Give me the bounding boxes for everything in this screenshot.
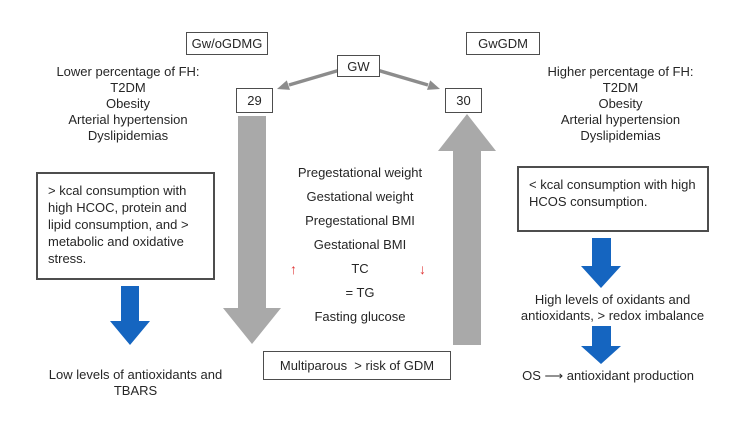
- right-blue-down-arrow-1-icon: [581, 238, 621, 288]
- week-29-box: 29: [236, 88, 273, 113]
- week-30-box: 30: [445, 88, 482, 113]
- left-fh-item-dyslipidemias: Dyslipidemias: [87, 128, 169, 143]
- right-family-history-block: Higher percentage of FH: T2DM Obesity Ar…: [528, 64, 713, 144]
- week-29-label: 29: [247, 93, 262, 108]
- increase-arrow-icon: ↑: [290, 261, 297, 277]
- left-family-history-block: Lower percentage of FH: T2DM Obesity Art…: [38, 64, 218, 144]
- left-consumption-box: > kcal consumption with high HCOC, prote…: [36, 172, 215, 280]
- measurement-fasting-glucose: Fasting glucose: [314, 309, 406, 324]
- gray-down-arrow-icon: [223, 116, 281, 344]
- gw-box: GW: [337, 55, 380, 77]
- right-fh-title: Higher percentage of FH:: [547, 64, 694, 79]
- right-fh-item-hypertension: Arterial hypertension: [560, 112, 681, 127]
- left-fh-item-t2dm: T2DM: [110, 80, 146, 95]
- multiparous-box: Multiparous > risk of GDM: [263, 351, 451, 380]
- measurement-pregestational-bmi: Pregestational BMI: [305, 213, 415, 228]
- gray-up-arrow-icon: [438, 114, 496, 345]
- measurement-gestational-weight: Gestational weight: [306, 189, 414, 204]
- right-fh-item-dyslipidemias: Dyslipidemias: [580, 128, 661, 143]
- gw-label: GW: [347, 58, 370, 74]
- gdm-group-box: GwGDM: [466, 32, 540, 55]
- left-fh-item-hypertension: Arterial hypertension: [68, 112, 188, 127]
- left-outcome-text: Low levels of antioxidants and TBARS: [48, 367, 223, 398]
- measurement-tc-row: ↑ TC ↓: [280, 257, 440, 281]
- gw-to-left-connector: [288, 68, 341, 87]
- left-fh-title: Lower percentage of FH:: [56, 64, 200, 79]
- group-without-gdm-box: Gw/oGDMG: [186, 32, 268, 55]
- left-fh-item-obesity: Obesity: [105, 96, 151, 111]
- left-blue-down-arrow-icon: [110, 286, 150, 345]
- gw-to-left-arrowhead-icon: [277, 80, 290, 90]
- decrease-arrow-icon: ↓: [419, 261, 426, 277]
- measurement-tc: TC: [351, 261, 369, 276]
- right-outcome-oxidants-text: High levels of oxidants and antioxidants…: [520, 292, 705, 323]
- gdm-group-label: GwGDM: [478, 36, 528, 51]
- week-30-label: 30: [456, 93, 471, 108]
- multiparous-text: Multiparous > risk of GDM: [279, 358, 435, 373]
- left-consumption-text: > kcal consumption with high HCOC, prote…: [48, 183, 189, 266]
- right-consumption-text: < kcal consumption with high HCOS consum…: [529, 177, 696, 209]
- right-fh-item-t2dm: T2DM: [602, 80, 639, 95]
- right-fh-item-obesity: Obesity: [598, 96, 643, 111]
- right-blue-down-arrow-2-icon: [581, 326, 621, 364]
- measurement-pregestational-weight: Pregestational weight: [297, 165, 423, 180]
- gw-to-right-arrowhead-icon: [427, 80, 440, 90]
- measurement-gestational-bmi: Gestational BMI: [313, 237, 407, 252]
- measurements-list: Pregestational weight Gestational weight…: [280, 161, 440, 329]
- right-consumption-box: < kcal consumption with high HCOS consum…: [517, 166, 709, 232]
- measurement-tg: = TG: [345, 285, 375, 300]
- gw-to-right-connector: [376, 68, 429, 87]
- group-without-gdm-label: Gw/oGDMG: [191, 36, 263, 51]
- right-outcome-os-text: OS ⟶ antioxidant production: [522, 368, 694, 383]
